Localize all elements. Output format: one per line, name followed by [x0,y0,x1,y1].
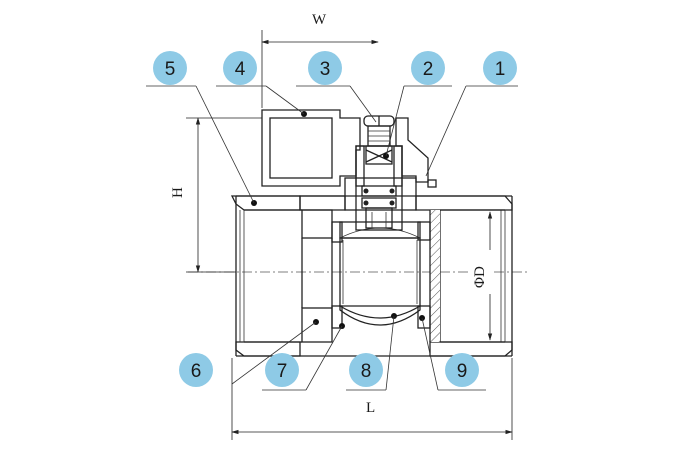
callout-1: 1 [483,51,517,85]
callout-4-label: 4 [235,59,246,80]
dimension-l: L [231,358,513,440]
ball [339,221,421,326]
callout-7-label: 7 [277,361,288,382]
length-label: L [366,400,375,416]
stem-assembly [344,115,417,231]
callout-6-label: 6 [191,361,202,382]
callout-1-label: 1 [495,59,506,80]
callout-5-label: 5 [165,59,176,80]
leader-lines [146,85,518,391]
callout-8-label: 8 [361,361,372,382]
callout-9-label: 9 [457,361,468,382]
callout-4: 4 [223,51,257,85]
handle [261,109,437,188]
dimension-h: H [170,117,262,273]
dimension-d: ΦD [470,211,494,341]
height-label: H [170,187,186,198]
callout-7: 7 [265,353,299,387]
callout-6: 6 [179,353,213,387]
dimension-w: W [261,12,379,108]
callout-3: 3 [308,51,342,85]
callout-3-label: 3 [320,59,331,80]
part-dots [251,111,425,329]
callout-2: 2 [411,51,445,85]
width-label: W [312,12,327,28]
seat-insert [301,209,343,343]
callout-5: 5 [153,51,187,85]
callout-2-label: 2 [423,59,434,80]
diameter-label: ΦD [472,266,488,288]
callout-8: 8 [349,353,383,387]
callout-9: 9 [445,353,479,387]
